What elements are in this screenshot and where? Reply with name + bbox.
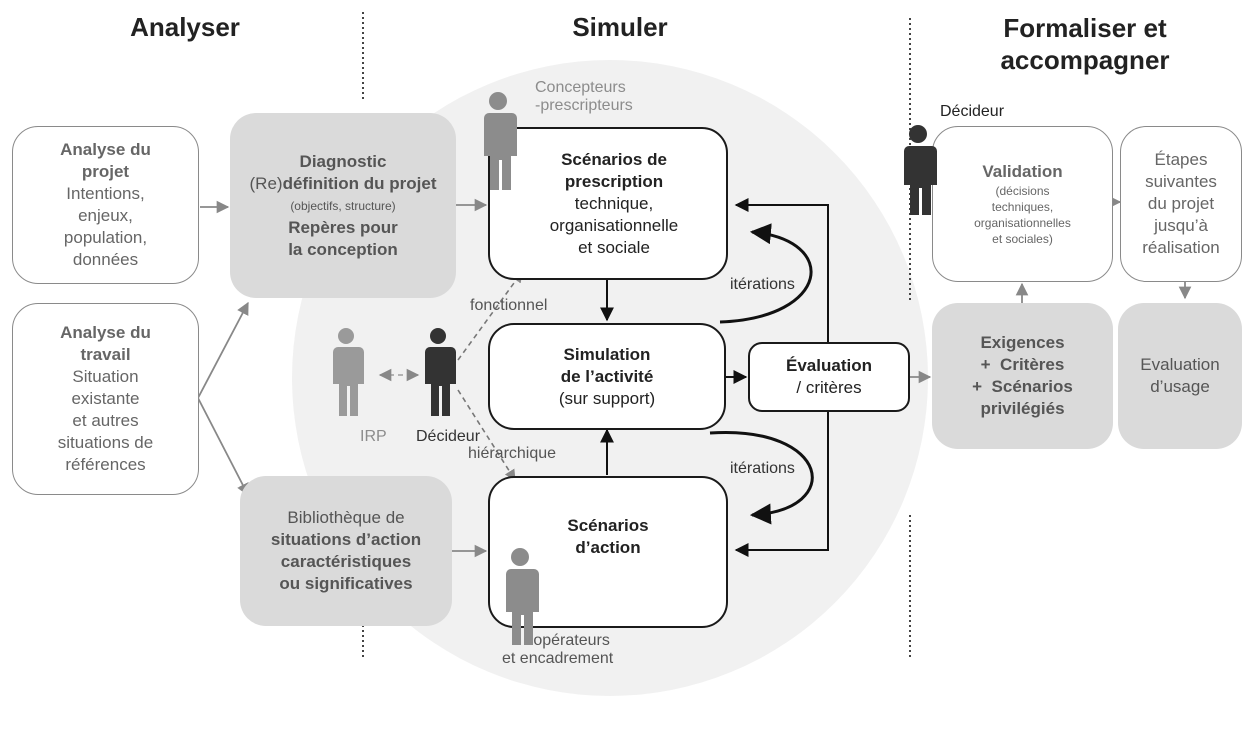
- validation-box: Validation (décisions techniques, organi…: [932, 126, 1113, 282]
- feedback-loop: [738, 204, 829, 551]
- arrow-travail-bibliotheque: [197, 397, 249, 497]
- bibliotheque-box: Bibliothèque de situations d’action cara…: [240, 476, 452, 626]
- label-operateurs: opérateurs et encadrement: [502, 632, 614, 667]
- header-analyser: Analyser: [130, 12, 240, 42]
- label-iterations-bottom: itérations: [730, 460, 795, 477]
- dashed-decideur-prescription: [457, 271, 523, 361]
- label-decideur-top: Décideur: [940, 103, 1005, 120]
- iteration-curve-top: [719, 223, 813, 324]
- header-formaliser: Formaliser et accompagner: [1000, 13, 1170, 75]
- analyse-travail-box: Analyse du travail Situation existante e…: [12, 303, 199, 495]
- arrow-travail-diagnostic: [197, 301, 249, 399]
- label-iterations-top: itérations: [730, 276, 795, 293]
- label-decideur-mid: Décideur: [416, 428, 481, 445]
- analyse-projet-box: Analyse du projet Intentions, enjeux, po…: [12, 126, 199, 284]
- header-simuler: Simuler: [572, 12, 668, 42]
- label-concepteurs: Concepteurs -prescripteurs: [535, 79, 633, 114]
- diagnostic-box: Diagnostic (Re)définition du projet (obj…: [230, 113, 456, 298]
- iteration-curve-bottom: [709, 430, 814, 525]
- simulation-box: Simulation de l’activité (sur support): [488, 323, 726, 430]
- scenarios-prescription-box: Scénarios de prescription technique, org…: [488, 127, 728, 280]
- label-hierarchique: hiérarchique: [468, 445, 557, 462]
- exigences-box: Exigences + Critères + Scénarios privilé…: [932, 303, 1113, 449]
- evaluation-box: Évaluation / critères: [748, 342, 910, 412]
- evaluation-usage-box: Evaluation d’usage: [1118, 303, 1242, 449]
- label-irp: IRP: [360, 428, 387, 445]
- scenarios-action-box: Scénarios d’action: [488, 476, 728, 628]
- label-fonctionnel: fonctionnel: [470, 297, 548, 314]
- etapes-box: Étapes suivantes du projet jusqu’à réali…: [1120, 126, 1242, 282]
